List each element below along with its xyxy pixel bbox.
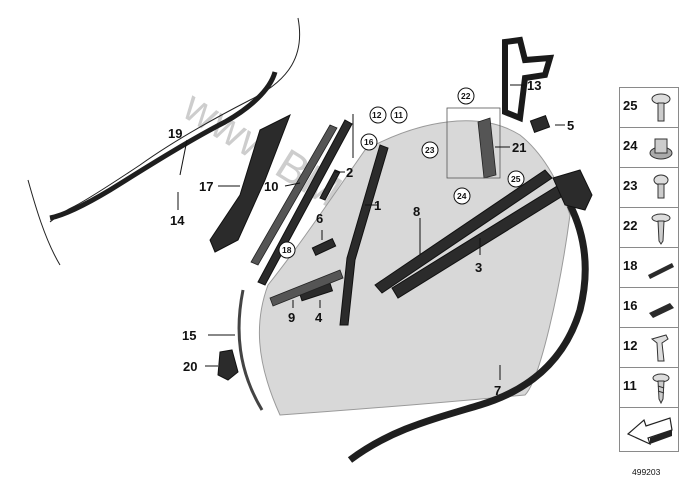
bracket-13 (502, 36, 555, 123)
legend-number-16: 16 (623, 298, 638, 313)
callout-12: 12 (372, 110, 382, 120)
callout-13: 13 (527, 78, 541, 93)
guide-rail-1 (339, 144, 389, 326)
callout-10: 10 (264, 179, 278, 194)
callout-3: 3 (475, 260, 482, 275)
seal-corner (552, 169, 593, 211)
fastener-legend: 25 24 23 22 18 16 (619, 87, 679, 452)
callout-11: 11 (394, 110, 403, 120)
callout-1: 1 (374, 198, 381, 213)
callout-2: 2 (346, 165, 353, 180)
legend-item-22: 22 (619, 207, 679, 247)
callout-23: 23 (425, 145, 435, 155)
support-21 (477, 117, 497, 179)
edge-trim-15 (237, 289, 264, 411)
pan-head-screw-icon (651, 93, 671, 122)
cable-outline (49, 17, 301, 223)
callout-24: 24 (457, 191, 467, 201)
callout-16-circle (360, 133, 378, 151)
leader-19 (179, 139, 188, 176)
legend-item-24: 24 (619, 127, 679, 167)
short-screw-icon (653, 174, 669, 199)
direction-arrow-icon (626, 417, 673, 446)
callout-12-circle (369, 106, 387, 124)
legend-item-11: 11 (619, 367, 679, 407)
adhesive-pad-icon (649, 303, 674, 318)
legend-number-11: 11 (623, 378, 637, 393)
callout-25: 25 (511, 174, 521, 184)
callout-9: 9 (288, 310, 295, 325)
callout-20: 20 (183, 359, 197, 374)
callout-21: 21 (512, 140, 526, 155)
callout-17: 17 (199, 179, 213, 194)
legend-item-16: 16 (619, 287, 679, 327)
callout-22-circle (457, 87, 475, 105)
window-seal-8 (374, 169, 553, 294)
legend-arrow-cell (619, 407, 679, 452)
adhesive-strip-icon (648, 263, 674, 279)
flange-screw-icon (651, 213, 671, 245)
diagram-reference-number: 499203 (632, 467, 661, 477)
callout-22: 22 (461, 91, 471, 101)
callout-15: 15 (182, 328, 196, 343)
callout-7: 7 (494, 383, 501, 398)
callout-18: 18 (282, 245, 292, 255)
callout-23-circle (421, 141, 439, 159)
detail-box (446, 107, 501, 179)
legend-number-23: 23 (623, 178, 638, 193)
callout-24-circle (453, 187, 471, 205)
cap-20 (217, 349, 239, 381)
frame-seal-7 (347, 203, 589, 463)
legend-item-18: 18 (619, 247, 679, 287)
callout-4: 4 (315, 310, 323, 325)
callout-16: 16 (364, 137, 374, 147)
expanding-clip-icon (650, 334, 669, 362)
legend-number-18: 18 (623, 258, 638, 273)
legend-number-25: 25 (623, 98, 638, 113)
callout-19: 19 (168, 126, 182, 141)
legend-number-22: 22 (623, 218, 638, 233)
leader-10 (284, 182, 301, 187)
collar-nut-icon (649, 138, 673, 160)
part-2 (319, 169, 341, 201)
pad-6 (311, 238, 337, 256)
callout-14: 14 (170, 213, 185, 228)
legend-number-24: 24 (623, 138, 638, 153)
cable-end (27, 179, 61, 266)
callout-6: 6 (316, 211, 323, 226)
pad-9 (269, 269, 344, 307)
tapping-screw-icon (652, 373, 670, 405)
callout-11-circle (390, 106, 408, 124)
legend-item-23: 23 (619, 167, 679, 207)
legend-item-25: 25 (619, 87, 679, 127)
callout-5: 5 (567, 118, 574, 133)
pillar-trim-17 (209, 113, 291, 253)
legend-number-12: 12 (623, 338, 638, 353)
callout-8: 8 (413, 204, 420, 219)
seal-strip-19 (49, 71, 278, 221)
legend-item-12: 12 (619, 327, 679, 367)
clip-5 (529, 114, 551, 134)
callout-25-circle (507, 170, 525, 188)
callout-18-circle (278, 241, 296, 259)
trim-strip-10b (250, 124, 338, 266)
